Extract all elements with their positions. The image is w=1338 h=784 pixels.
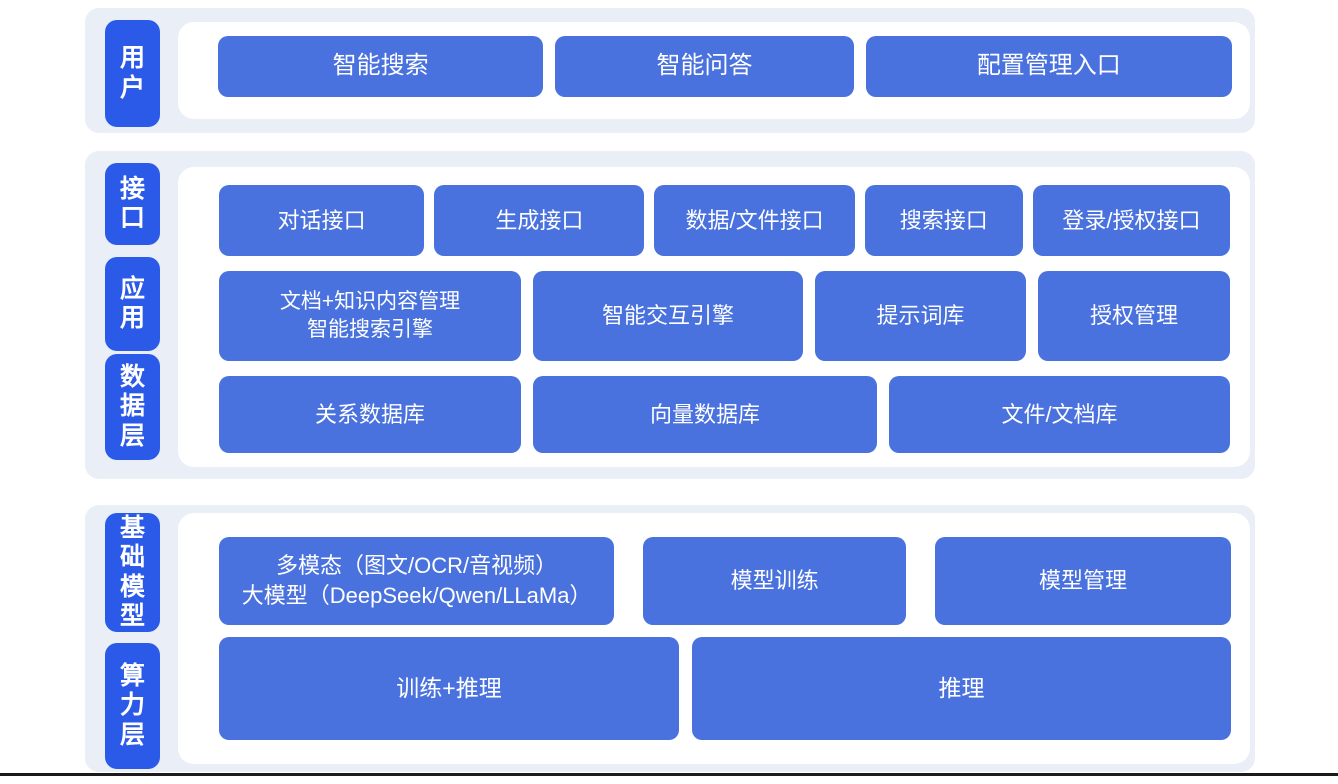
node-training-inference: 训练+推理 [219,637,679,740]
node-login-auth-api: 登录/授权接口 [1032,185,1230,256]
layer-label-application: 应用 [105,257,160,351]
node-data-file-api-label: 数据/文件接口 [685,207,824,233]
compute-row: 训练+推理 推理 [219,637,1231,740]
bottom-border-line [0,773,1338,776]
foundation-layers-label-column: 基础模型 算力层 [105,505,160,772]
node-config-mgmt-entry: 配置管理入口 [865,36,1232,97]
node-relational-db: 关系数据库 [219,376,521,453]
data-row: 关系数据库 向量数据库 文件/文档库 [219,376,1230,453]
node-smart-interaction-engine: 智能交互引擎 [533,271,803,361]
node-doc-knowledge-search-engine-label: 文档+知识内容管理 智能搜索引擎 [279,289,461,341]
node-inference-label: 推理 [938,674,985,701]
node-file-doc-db: 文件/文档库 [889,376,1230,453]
node-smart-search: 智能搜索 [218,36,544,97]
node-config-mgmt-entry-label: 配置管理入口 [976,52,1121,80]
node-dialog-api: 对话接口 [219,185,425,256]
node-vector-db-label: 向量数据库 [649,401,760,427]
layer-label-compute-text: 算力层 [119,661,145,749]
middle-layers-panel: 对话接口 生成接口 数据/文件接口 搜索接口 登录/授权接口 文档+知识内容管理… [178,167,1250,467]
node-multimodal-llm: 多模态（图文/OCR/音视频） 大模型（DeepSeek/Qwen/LLaMa） [219,537,615,625]
layer-label-user: 用户 [105,20,160,127]
node-relational-db-label: 关系数据库 [314,401,425,427]
layer-label-data-text: 数据层 [119,362,145,450]
layer-label-application-text: 应用 [119,274,145,333]
layer-label-interface: 接口 [105,163,160,245]
node-model-mgmt-label: 模型管理 [1039,568,1128,594]
section-middle-layers: 接口 应用 数据层 对话接口 生成接口 数据/文件接口 搜索接口 登录/授权接口… [85,151,1255,479]
node-training-inference-label: 训练+推理 [396,674,502,701]
node-model-mgmt: 模型管理 [935,537,1232,625]
application-row: 文档+知识内容管理 智能搜索引擎 智能交互引擎 提示词库 授权管理 [219,271,1230,361]
user-layer-row: 智能搜索 智能问答 配置管理入口 [218,36,1232,97]
node-smart-qa-label: 智能问答 [656,52,753,80]
node-model-training-label: 模型训练 [730,568,819,594]
section-user-layer: 用户 智能搜索 智能问答 配置管理入口 [85,8,1255,133]
node-prompt-library-label: 提示词库 [876,303,965,329]
foundation-layers-panel: 多模态（图文/OCR/音视频） 大模型（DeepSeek/Qwen/LLaMa）… [178,513,1250,764]
node-vector-db: 向量数据库 [533,376,877,453]
node-search-api-label: 搜索接口 [899,207,988,233]
node-doc-knowledge-search-engine: 文档+知识内容管理 智能搜索引擎 [219,271,521,361]
layer-label-foundation-model: 基础模型 [105,513,160,632]
section-foundation-layers: 基础模型 算力层 多模态（图文/OCR/音视频） 大模型（DeepSeek/Qw… [85,505,1255,772]
node-login-auth-api-label: 登录/授权接口 [1062,207,1201,233]
model-row: 多模态（图文/OCR/音视频） 大模型（DeepSeek/Qwen/LLaMa）… [219,537,1232,625]
layer-label-data: 数据层 [105,354,160,460]
middle-layers-label-column: 接口 应用 数据层 [105,151,160,479]
node-inference: 推理 [692,637,1231,740]
user-layer-label-column: 用户 [105,8,160,133]
node-smart-search-label: 智能搜索 [332,52,429,80]
layer-label-interface-text: 接口 [119,174,145,233]
node-file-doc-db-label: 文件/文档库 [1001,401,1118,427]
node-data-file-api: 数据/文件接口 [654,185,855,256]
node-prompt-library: 提示词库 [815,271,1026,361]
node-search-api: 搜索接口 [864,185,1023,256]
layer-label-foundation-model-text: 基础模型 [119,513,145,631]
node-model-training: 模型训练 [643,537,907,625]
node-authorization-mgmt-label: 授权管理 [1089,303,1178,329]
node-smart-interaction-engine-label: 智能交互引擎 [601,303,734,329]
node-authorization-mgmt: 授权管理 [1038,271,1230,361]
node-smart-qa: 智能问答 [555,36,854,97]
layer-label-compute: 算力层 [105,643,160,769]
node-dialog-api-label: 对话接口 [277,207,366,233]
node-generation-api: 生成接口 [434,185,645,256]
node-multimodal-llm-label: 多模态（图文/OCR/音视频） 大模型（DeepSeek/Qwen/LLaMa） [241,553,592,608]
layer-label-user-text: 用户 [119,44,145,102]
interface-row: 对话接口 生成接口 数据/文件接口 搜索接口 登录/授权接口 [219,185,1230,256]
user-layer-panel: 智能搜索 智能问答 配置管理入口 [178,22,1250,119]
node-generation-api-label: 生成接口 [495,207,584,233]
